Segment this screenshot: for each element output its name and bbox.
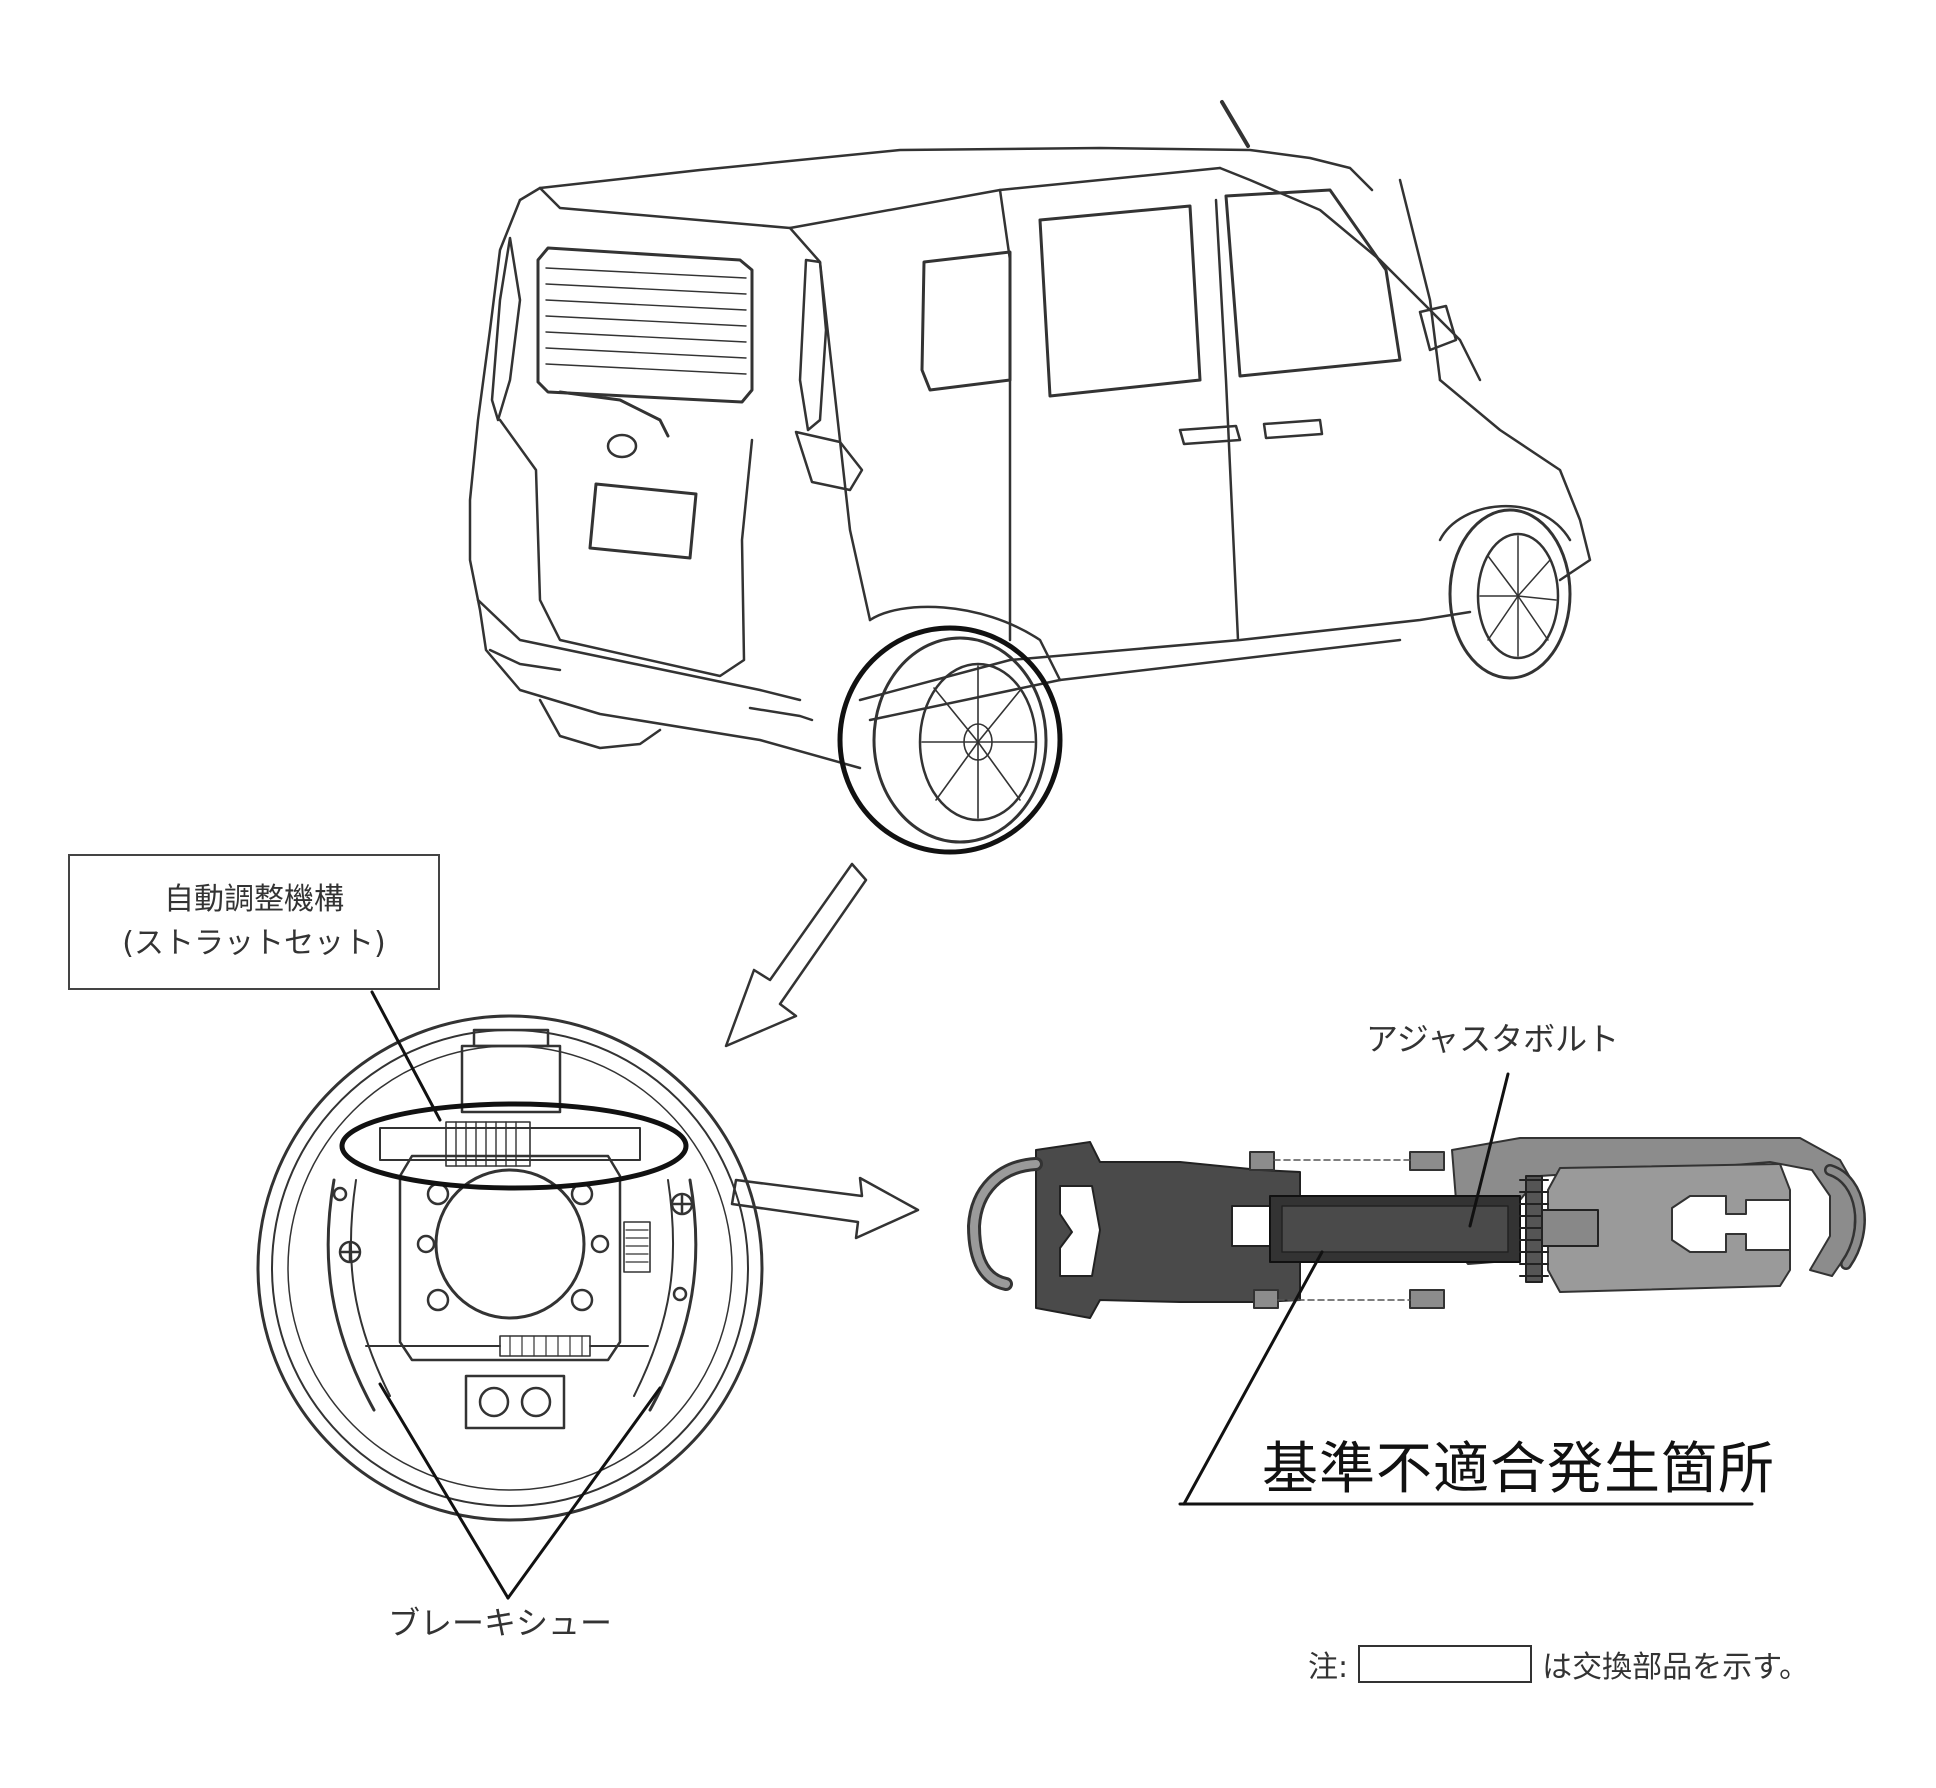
brake-shoe-label: ブレーキシュー: [388, 1604, 613, 1642]
brake-shoe-leader-right: [506, 1386, 662, 1600]
strut-set-detail: [967, 1137, 1866, 1319]
replacement-part-label-box: 自動調整機構 (ストラットセット): [68, 854, 440, 990]
note-prefix: 注:: [1308, 1650, 1349, 1685]
car-illustration: [468, 100, 1592, 855]
rear-window-defroster: [545, 267, 747, 375]
drum-brake-assembly: [256, 1014, 764, 1522]
defect-location-label: 基準不適合発生箇所: [1262, 1437, 1775, 1502]
adjust-bolt-leader: [1468, 1072, 1510, 1228]
part-name-line2: (ストラットセット): [122, 926, 386, 961]
rear-wheel-spokes: [921, 665, 1035, 819]
wheel-to-brake-arrow: [724, 862, 868, 1048]
brake-shoe-leader-left: [378, 1382, 510, 1600]
strut-highlight-ellipse: [339, 1101, 689, 1191]
part-box-leader: [370, 990, 442, 1122]
replacement-part-swatch: [1358, 1645, 1533, 1683]
part-name-line1: 自動調整機構: [164, 882, 344, 917]
front-wheel-spokes: [1479, 535, 1557, 657]
legend-note: 注: は交換部品を示す。: [1308, 1642, 1809, 1686]
note-suffix: は交換部品を示す。: [1542, 1650, 1810, 1685]
adjust-bolt-label: アジャスタボルト: [1366, 1020, 1620, 1058]
wheel-highlight-circle: [837, 625, 1063, 855]
defect-leader: [1182, 1250, 1324, 1506]
